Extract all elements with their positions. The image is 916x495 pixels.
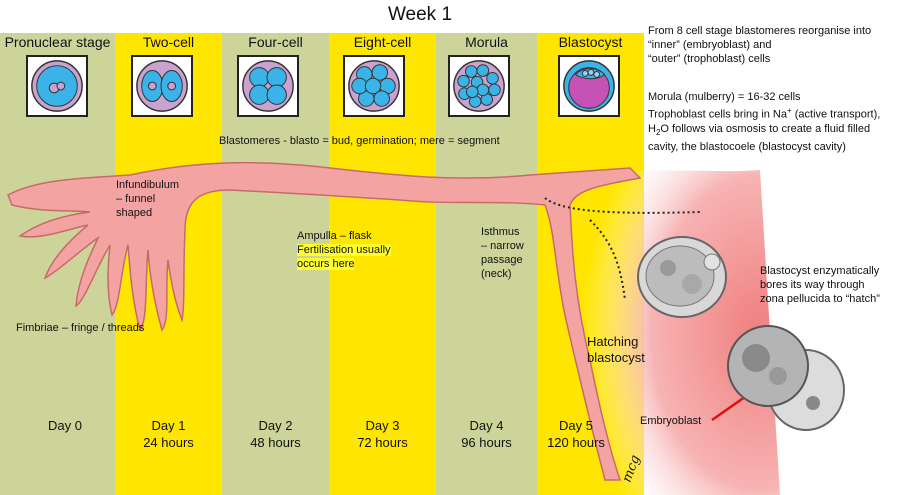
uterus-wall [560, 170, 780, 495]
embryoblast-label: Embryoblast [640, 415, 702, 427]
stage-label-eight-cell: Eight-cell [353, 34, 412, 50]
tube-body [7, 161, 642, 481]
infundibulum-label: Infundibulum – funnel shaped [116, 179, 179, 219]
day-label-0: Day 0 [48, 418, 82, 433]
blastocyst-diagram [558, 55, 620, 117]
morula-diagram [448, 55, 510, 117]
fimbriae-label: Fimbriae – fringe / threads [16, 322, 145, 334]
stage-label-two-cell: Two-cell [142, 34, 195, 50]
stage-label-blastocyst: Blastocyst [558, 34, 623, 50]
ampulla-label: Ampulla – flask Fertilisation usually oc… [297, 230, 391, 270]
page-title: Week 1 [387, 4, 453, 25]
reorganise-note: From 8 cell stage blastomeres reorganise… [648, 25, 872, 65]
morula-note: Morula (mulberry) = 16-32 cells Trophobl… [648, 91, 881, 153]
isthmus-label: Isthmus – narrow passage (neck) [481, 226, 524, 280]
stage-label-pronuclear: Pronuclear stage [4, 34, 111, 50]
blastocyst-photo-1 [637, 236, 727, 318]
dotted-line-top [544, 197, 701, 214]
dotted-line-bottom [589, 219, 626, 301]
hatch-description: Blastocyst enzymatically bores its way t… [760, 265, 880, 305]
pronuclear-cell-diagram [26, 55, 88, 117]
eight-cell-diagram [343, 55, 405, 117]
stage-label-morula: Morula [465, 34, 508, 50]
stage-label-four-cell: Four-cell [248, 34, 303, 50]
hatching-label: Hatching blastocyst [587, 334, 645, 365]
four-cell-diagram [237, 55, 299, 117]
two-cell-diagram [131, 55, 193, 117]
blastocyst-photo-2 [727, 325, 845, 431]
blastomeres-note: Blastomeres - blasto = bud, germination;… [219, 135, 500, 147]
